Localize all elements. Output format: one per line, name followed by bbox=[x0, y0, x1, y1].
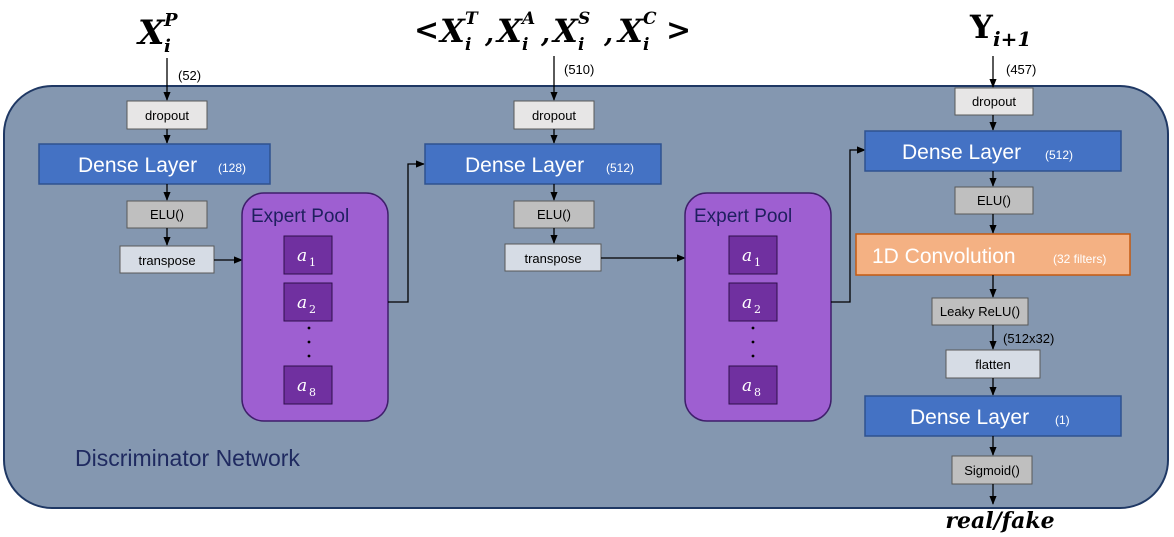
svg-text:X: X bbox=[136, 13, 166, 53]
sigmoid-box: Sigmoid() bbox=[951, 455, 1033, 485]
expert-ellipsis bbox=[751, 326, 755, 358]
svg-text:a: a bbox=[742, 376, 752, 396]
conv1d-layer: 1D Convolution (32 filters) bbox=[855, 233, 1131, 276]
svg-text:,: , bbox=[603, 19, 613, 49]
svg-text:a: a bbox=[297, 376, 307, 396]
svg-text:Y: Y bbox=[969, 8, 994, 46]
svg-text:X: X bbox=[616, 12, 644, 50]
svg-text:i: i bbox=[164, 36, 171, 57]
svg-text:Expert Pool: Expert Pool bbox=[694, 206, 792, 227]
svg-text:Dense Layer: Dense Layer bbox=[78, 154, 197, 177]
svg-text:X: X bbox=[495, 12, 523, 50]
svg-text:(32 filters): (32 filters) bbox=[1053, 252, 1106, 266]
svg-text:,: , bbox=[540, 19, 550, 49]
svg-text:<: < bbox=[414, 13, 439, 48]
input-middle-dim: (510) bbox=[564, 62, 594, 77]
left-dense-layer: Dense Layer (128) bbox=[38, 143, 271, 185]
svg-text:a: a bbox=[742, 293, 752, 313]
middle-elu-box: ELU() bbox=[513, 200, 595, 229]
right-dense-layer-512: Dense Layer (512) bbox=[864, 130, 1122, 172]
svg-text:ELU(): ELU() bbox=[150, 207, 184, 222]
input-left-dim: (52) bbox=[178, 68, 201, 83]
svg-text:i: i bbox=[578, 35, 584, 55]
svg-text:2: 2 bbox=[309, 303, 316, 316]
svg-text:X: X bbox=[438, 12, 466, 50]
svg-text:S: S bbox=[578, 9, 590, 29]
middle-transpose-box: transpose bbox=[504, 243, 602, 272]
expert-a2: a 2 bbox=[728, 282, 778, 322]
left-dropout-box: dropout bbox=[126, 100, 208, 130]
expert-a8: a 8 bbox=[728, 365, 778, 405]
svg-text:>: > bbox=[666, 13, 691, 48]
svg-text:1: 1 bbox=[754, 256, 761, 269]
expert-a2: a 2 bbox=[283, 282, 333, 322]
svg-text:ELU(): ELU() bbox=[537, 207, 571, 222]
right-dropout-box: dropout bbox=[954, 87, 1034, 116]
svg-text:transpose: transpose bbox=[524, 251, 581, 266]
left-transpose-box: transpose bbox=[119, 245, 215, 274]
svg-text:dropout: dropout bbox=[532, 108, 576, 123]
svg-text:1D Convolution: 1D Convolution bbox=[872, 245, 1016, 268]
right-dense-layer-1: Dense Layer (1) bbox=[864, 395, 1122, 437]
expert-a8: a 8 bbox=[283, 365, 333, 405]
svg-text:a: a bbox=[297, 293, 307, 313]
svg-text:(1): (1) bbox=[1055, 413, 1070, 427]
svg-text:ELU(): ELU() bbox=[977, 193, 1011, 208]
output-label: real/fake bbox=[945, 508, 1054, 534]
expert-a1: a 1 bbox=[728, 235, 778, 275]
svg-text:i: i bbox=[522, 35, 528, 55]
right-elu-box: ELU() bbox=[954, 186, 1034, 215]
svg-text:dropout: dropout bbox=[972, 94, 1016, 109]
middle-dropout-box: dropout bbox=[513, 100, 595, 130]
conv-output-dim: (512x32) bbox=[1003, 331, 1054, 346]
middle-dense-layer: Dense Layer (512) bbox=[424, 143, 662, 185]
network-label: Discriminator Network bbox=[75, 445, 300, 471]
svg-text:X: X bbox=[551, 12, 579, 50]
svg-text:i: i bbox=[465, 35, 471, 55]
svg-text:Expert Pool: Expert Pool bbox=[251, 206, 349, 227]
svg-text:1: 1 bbox=[309, 256, 316, 269]
flatten-box: flatten bbox=[945, 349, 1041, 379]
leaky-relu-box: Leaky ReLU() bbox=[931, 297, 1029, 326]
svg-text:(512): (512) bbox=[606, 161, 634, 175]
expert-pool-1: Expert Pool a 1 a 2 a 8 bbox=[241, 192, 389, 422]
expert-pool-2: Expert Pool a 1 a 2 a 8 bbox=[684, 192, 832, 422]
svg-text:P: P bbox=[163, 10, 178, 31]
input-right-label: Y i+1 bbox=[969, 8, 1031, 51]
svg-text:A: A bbox=[520, 9, 535, 29]
svg-text:Dense Layer: Dense Layer bbox=[910, 406, 1029, 429]
expert-ellipsis bbox=[307, 326, 311, 358]
input-middle-label: < X T i , X A i , X S i , X C i > bbox=[414, 9, 691, 55]
svg-text:C: C bbox=[643, 9, 657, 29]
svg-text:transpose: transpose bbox=[138, 253, 195, 268]
svg-text:Sigmoid(): Sigmoid() bbox=[964, 463, 1020, 478]
svg-text:i: i bbox=[643, 35, 649, 55]
svg-text:,: , bbox=[484, 19, 494, 49]
svg-text:(512): (512) bbox=[1045, 148, 1073, 162]
svg-text:8: 8 bbox=[754, 386, 761, 399]
svg-text:flatten: flatten bbox=[975, 357, 1010, 372]
expert-a1: a 1 bbox=[283, 235, 333, 275]
svg-text:(128): (128) bbox=[218, 161, 246, 175]
svg-text:a: a bbox=[297, 246, 307, 266]
svg-text:a: a bbox=[742, 246, 752, 266]
input-left-label: X P i bbox=[136, 10, 178, 57]
svg-text:Dense Layer: Dense Layer bbox=[465, 154, 584, 177]
svg-text:Leaky ReLU(): Leaky ReLU() bbox=[940, 304, 1020, 319]
svg-text:i+1: i+1 bbox=[993, 27, 1031, 51]
svg-text:T: T bbox=[465, 9, 479, 29]
input-right-dim: (457) bbox=[1006, 62, 1036, 77]
svg-text:8: 8 bbox=[309, 386, 316, 399]
left-elu-box: ELU() bbox=[126, 200, 208, 229]
svg-text:Dense Layer: Dense Layer bbox=[902, 141, 1021, 164]
svg-text:2: 2 bbox=[754, 303, 761, 316]
svg-text:dropout: dropout bbox=[145, 108, 189, 123]
